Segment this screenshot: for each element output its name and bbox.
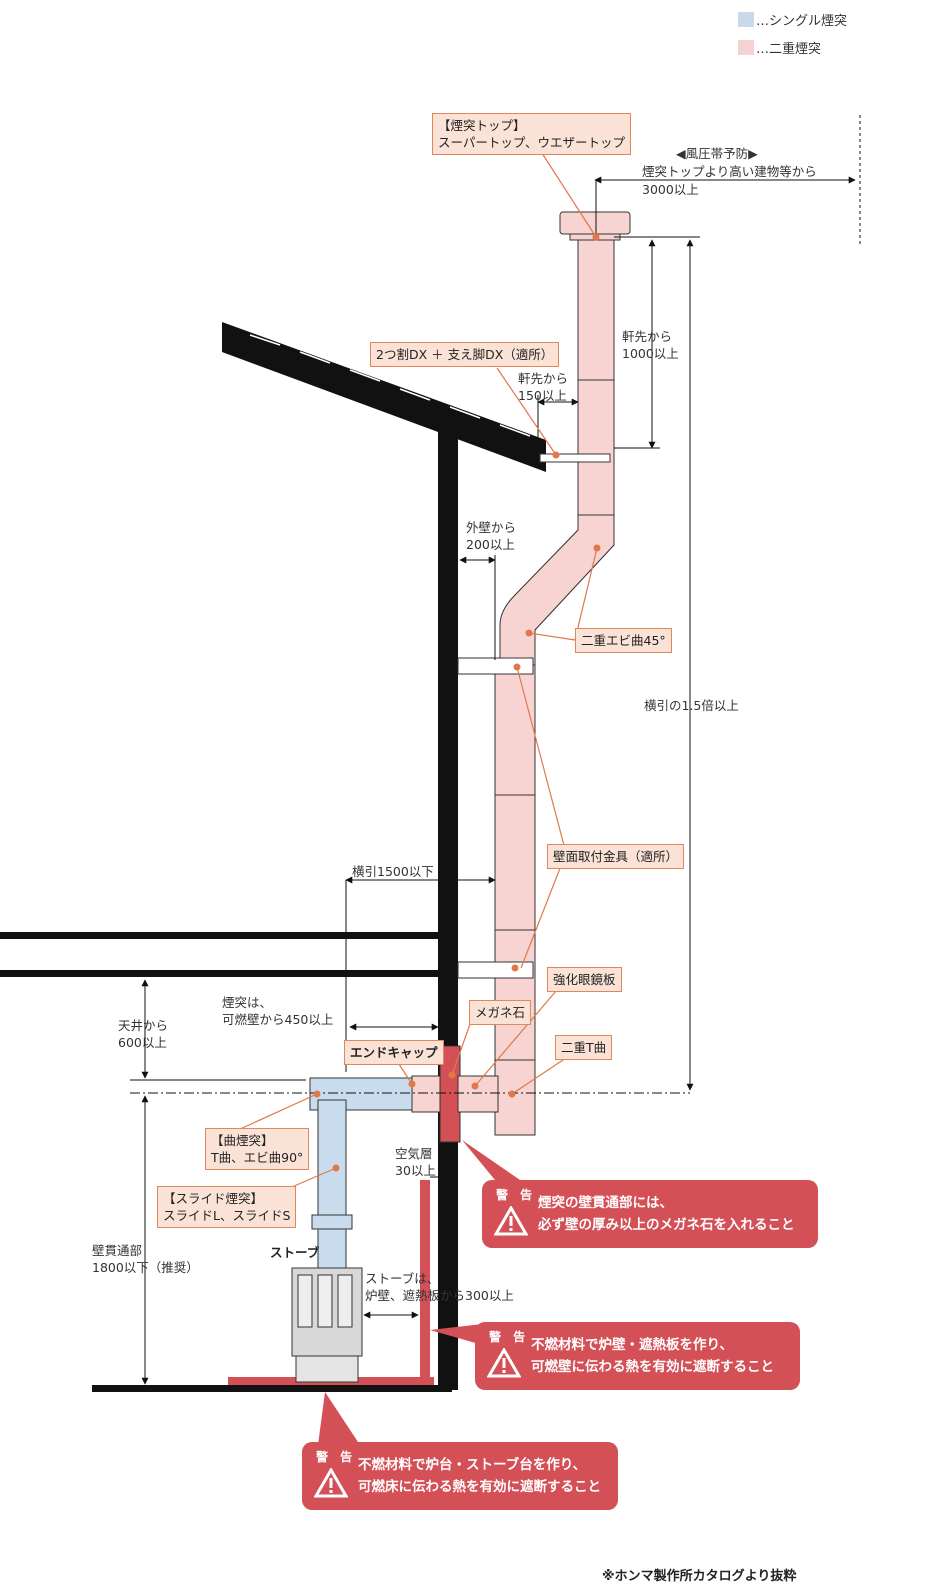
- ceiling-600-line2: 600以上: [118, 1035, 167, 1050]
- callout-detail: スーパートップ、ウエザートップ: [438, 135, 626, 150]
- warning-line1: 不燃材料で炉壁・遮熱板を作り、: [531, 1337, 733, 1353]
- eave-1000-line2: 1000以上: [622, 346, 679, 361]
- single-chimney-swatch: [738, 12, 754, 27]
- warning-triangle-icon: [494, 1206, 528, 1236]
- leader-lines: [237, 149, 598, 1194]
- leader-dots: [313, 233, 601, 1172]
- warning-heading: 警 告: [316, 1450, 357, 1464]
- callout-end-cap: エンドキャップ: [344, 1040, 444, 1065]
- callout-bend-chimney: 【曲煙突】 T曲、エビ曲90°: [205, 1128, 310, 1170]
- legend-double-chimney: …二重煙突: [738, 38, 821, 57]
- legend-label: …二重煙突: [756, 42, 822, 57]
- wall-bracket-lower: [457, 961, 534, 979]
- warning-line2: 可燃壁に伝わる熱を有効に遮断すること: [531, 1359, 774, 1375]
- warning-megane-stone: 警 告 煙突の壁貫通部には、必ず壁の厚み以上のメガネ石を入れること: [482, 1180, 818, 1248]
- warning-triangle-icon: [314, 1468, 348, 1498]
- single-chimney: [309, 1077, 413, 1281]
- chimney-top-cap: [559, 211, 631, 235]
- callout-megane-stone: メガネ石: [469, 1000, 532, 1025]
- warning-line2: 必ず壁の厚み以上のメガネ石を入れること: [538, 1217, 795, 1233]
- ceiling-600-line1: 天井から: [118, 1018, 168, 1033]
- callout-title: 【スライド煙突】: [163, 1191, 264, 1206]
- wall-through-1800-line2: 1800以下（推奨）: [92, 1260, 199, 1275]
- roof: [222, 322, 546, 1390]
- callout-title: 【煙突トップ】: [438, 118, 526, 133]
- callout-title: 【曲煙突】: [211, 1133, 274, 1148]
- stove-label: ストーブ: [270, 1245, 320, 1260]
- eave-150-line2: 150以上: [518, 388, 567, 403]
- callout-double-t: 二重T曲: [555, 1035, 613, 1060]
- warning-hearth-wall: 警 告 不燃材料で炉壁・遮熱板を作り、可燃壁に伝わる熱を有効に遮断すること: [475, 1322, 800, 1390]
- callout-detail: T曲、エビ曲90°: [211, 1150, 304, 1165]
- eave-150-line1: 軒先から: [518, 371, 568, 386]
- legend-single-chimney: …シングル煙突: [738, 10, 847, 29]
- warning-line2: 可燃床に伝わる熱を有効に遮断すること: [358, 1479, 601, 1495]
- combustible-450-line2: 可燃壁から450以上: [222, 1012, 333, 1027]
- eave-1000-line1: 軒先から: [622, 329, 672, 344]
- wind-pressure-title: ◀風圧帯予防▶: [676, 146, 758, 161]
- stove-300-line1: ストーブは、: [365, 1271, 439, 1286]
- wind-pressure-line1: 煙突トップより高い建物等から: [642, 164, 817, 179]
- eave-support: [539, 453, 611, 463]
- callout-split-dx: 2つ割DX ＋ 支え脚DX（適所）: [370, 342, 560, 367]
- horizontal-1500-label: 横引1500以下: [352, 864, 434, 879]
- air-layer-line1: 空気層: [395, 1146, 433, 1161]
- wind-pressure-line2: 3000以上: [642, 182, 699, 197]
- air-layer-line2: 30以上: [395, 1163, 436, 1178]
- source-credit: ※ホンマ製作所カタログより抜粋: [602, 1569, 797, 1584]
- callout-wall-bracket: 壁面取付金具（適所）: [547, 844, 685, 869]
- stove: [291, 1267, 363, 1383]
- double-chimney-swatch: [738, 40, 754, 55]
- callout-chimney-top: 【煙突トップ】 スーパートップ、ウエザートップ: [432, 113, 632, 155]
- warning-triangle-icon: [487, 1348, 521, 1378]
- warning-line1: 不燃材料で炉台・ストーブ台を作り、: [358, 1457, 587, 1473]
- wall-through-1800-line1: 壁貫通部: [92, 1243, 142, 1258]
- outer-wall-line2: 200以上: [466, 537, 515, 552]
- warning-heading: 警 告: [496, 1188, 537, 1202]
- callout-reinforced-plate: 強化眼鏡板: [547, 967, 622, 992]
- outer-wall-line1: 外壁から: [466, 520, 516, 535]
- exterior-wall: [438, 420, 458, 1390]
- combustible-450-line1: 煙突は、: [222, 995, 272, 1010]
- floor-lines: [0, 932, 452, 1392]
- callout-detail: スライドL、スライドS: [163, 1208, 291, 1223]
- horizontal-x15-label: 横引の1.5倍以上: [644, 698, 739, 713]
- warning-hearth-floor: 警 告 不燃材料で炉台・ストーブ台を作り、可燃床に伝わる熱を有効に遮断すること: [302, 1442, 618, 1510]
- warning-heading: 警 告: [489, 1330, 530, 1344]
- stove-300-line2: 炉壁、遮熱板から300以上: [365, 1288, 514, 1303]
- callout-slide-chimney: 【スライド煙突】 スライドL、スライドS: [157, 1186, 297, 1228]
- warning-line1: 煙突の壁貫通部には、: [538, 1195, 673, 1211]
- legend-label: …シングル煙突: [756, 14, 848, 29]
- wall-bracket-upper: [457, 657, 534, 675]
- callout-double-ebi-45: 二重エビ曲45°: [575, 628, 672, 653]
